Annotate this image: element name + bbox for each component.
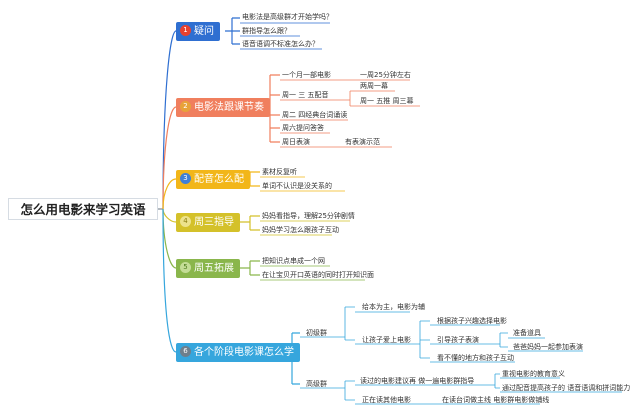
leaf-r1[interactable]: 一个月一部电影 <box>282 71 331 79</box>
leaf-r1a[interactable]: 一周25分钟左右 <box>360 71 411 79</box>
leaf-s2b1[interactable]: 在读台词做主线 电影群电影做铺线 <box>442 396 550 404</box>
branch-wednesday-label: 周三指导 <box>194 217 234 228</box>
leaf-s1b2a[interactable]: 准备道具 <box>513 329 541 337</box>
leaf-s1b2b[interactable]: 爸爸妈妈一起参加表演 <box>513 343 583 351</box>
leaf-s2[interactable]: 高级群 <box>306 380 327 388</box>
leaf-q1[interactable]: 电影法是高级群才开始学吗？ <box>242 13 333 21</box>
leaf-s2a2[interactable]: 通过配音提高孩子的 语音语调和拼词能力 <box>502 384 631 392</box>
leaf-f1[interactable]: 把知识点串成一个网 <box>262 257 325 265</box>
branch-friday-label: 周五拓展 <box>194 263 234 274</box>
leaf-s1[interactable]: 初级群 <box>306 329 327 337</box>
leaf-s1a[interactable]: 给本为主，电影为辅 <box>362 303 425 311</box>
branch-stages-label: 各个阶段电影课怎么学 <box>194 347 294 358</box>
number-5-icon: 5 <box>180 261 191 273</box>
leaf-r2a[interactable]: 两周一幕 <box>360 82 388 90</box>
leaf-r3[interactable]: 周二 四经典台词诵读 <box>282 111 348 119</box>
leaf-s2a[interactable]: 读过的电影建议再 做一遍电影群指导 <box>360 377 475 385</box>
number-6-icon: 6 <box>180 345 191 357</box>
branch1-connectors <box>225 17 330 50</box>
number-4-icon: 4 <box>180 215 191 227</box>
leaf-r5a[interactable]: 有表演示范 <box>345 138 380 146</box>
number-3-icon: 3 <box>180 172 191 184</box>
leaf-q3[interactable]: 语音语调不标准怎么办？ <box>242 40 319 48</box>
branch2-connectors <box>263 74 420 148</box>
leaf-p1[interactable]: 素材反复听 <box>262 168 297 176</box>
branch4-connectors <box>232 215 350 236</box>
leaf-s1b3[interactable]: 看不懂的地方和孩子互动 <box>437 354 514 362</box>
branch5-connectors <box>232 260 365 281</box>
leaf-w2[interactable]: 妈妈学习怎么跟孩子互动 <box>262 226 339 234</box>
trunk-connectors <box>158 30 177 353</box>
leaf-r4[interactable]: 周六提问答答 <box>282 124 324 132</box>
number-1-icon: 1 <box>180 24 191 36</box>
root-topic[interactable]: 怎么用电影来学习英语 <box>8 198 158 220</box>
leaf-r2[interactable]: 周一 三 五配音 <box>282 91 329 99</box>
branch-rhythm-label: 电影法跟课节奏 <box>194 102 264 113</box>
leaf-w1[interactable]: 妈妈看指导，理解25分钟剧情 <box>262 212 355 220</box>
leaf-f2[interactable]: 在让宝贝开口英语的同时打开知识面 <box>262 271 374 279</box>
leaf-s1b2[interactable]: 引导孩子表演 <box>437 336 479 344</box>
branch-dubbing-label: 配音怎么配 <box>194 174 244 185</box>
leaf-s2b[interactable]: 正在读其他电影 <box>362 396 411 404</box>
leaf-q2[interactable]: 群指导怎么跟？ <box>242 27 291 35</box>
leaf-r5[interactable]: 周日表演 <box>282 138 310 146</box>
leaf-s1b1[interactable]: 根据孩子兴趣选择电影 <box>437 317 507 325</box>
leaf-s1b[interactable]: 让孩子爱上电影 <box>362 336 411 344</box>
leaf-s2a1[interactable]: 重视电影的教育意义 <box>502 370 565 378</box>
branch-doubts-label: 疑问 <box>194 26 214 37</box>
leaf-p2[interactable]: 单词不认识是没关系的 <box>262 182 332 190</box>
leaf-r2b[interactable]: 周一 五推 周三幕 <box>360 97 414 105</box>
number-2-icon: 2 <box>180 100 191 112</box>
